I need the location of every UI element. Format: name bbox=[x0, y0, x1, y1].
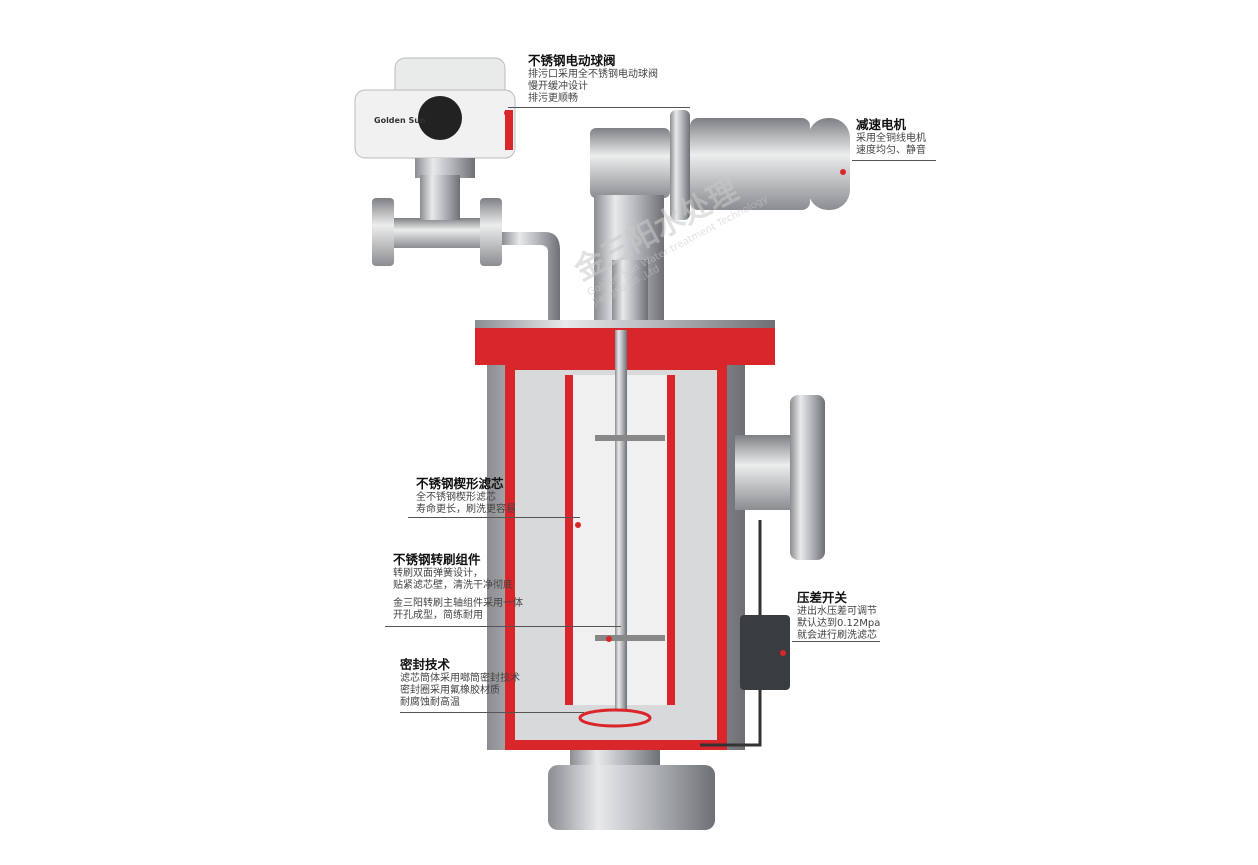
callout-filter-element: 不锈钢楔形滤芯 全不锈钢楔形滤芯 寿命更长，刷洗更容易 bbox=[416, 476, 516, 516]
callout-title: 压差开关 bbox=[797, 590, 848, 605]
leader-line bbox=[792, 641, 880, 642]
callout-title: 不锈钢电动球阀 bbox=[528, 53, 616, 68]
callout-text: 耐腐蚀耐高温 bbox=[400, 697, 460, 708]
marker-dot bbox=[780, 650, 786, 656]
callout-title: 减速电机 bbox=[856, 117, 907, 132]
callout-text: 金三阳转刷主轴组件采用一体 bbox=[393, 598, 523, 609]
callout-text: 默认达到0.12Mpa bbox=[797, 618, 881, 629]
leader-line bbox=[400, 712, 584, 713]
ball-valve bbox=[372, 175, 560, 330]
callout-seal: 密封技术 滤芯筒体采用啷筒密封技术 密封圈采用氟橡胶材质 耐腐蚀耐高温 bbox=[400, 657, 520, 709]
leader-line bbox=[852, 160, 936, 161]
callout-title: 密封技术 bbox=[400, 657, 451, 672]
pressure-switch bbox=[700, 520, 790, 747]
callout-motor: 减速电机 采用全铜线电机 速度均匀、静音 bbox=[856, 117, 926, 157]
callout-ball-valve: 不锈钢电动球阀 排污口采用全不锈钢电动球阀 慢开缓冲设计 排污更顺畅 bbox=[528, 53, 658, 105]
callout-text: 滤芯筒体采用啷筒密封技术 bbox=[400, 673, 520, 684]
marker-dot bbox=[606, 636, 612, 642]
filter-housing bbox=[475, 320, 825, 830]
callout-text: 排污更顺畅 bbox=[528, 93, 578, 104]
callout-text: 开孔成型，简练耐用 bbox=[393, 610, 483, 621]
callout-text: 慢开缓冲设计 bbox=[528, 81, 588, 92]
callout-title: 不锈钢转刷组件 bbox=[393, 552, 481, 567]
marker-dot bbox=[504, 110, 510, 116]
callout-text: 密封圈采用氟橡胶材质 bbox=[400, 685, 500, 696]
callout-text: 就会进行刷洗滤芯 bbox=[797, 630, 877, 641]
callout-brush-assembly: 不锈钢转刷组件 转刷双面弹簧设计， 贴紧滤芯壁，清洗干净彻底 金三阳转刷主轴组件… bbox=[393, 552, 523, 622]
leader-line bbox=[508, 107, 690, 108]
callout-text: 进出水压差可调节 bbox=[797, 606, 877, 617]
actuator-brand-logo: Golden Sun bbox=[374, 116, 426, 125]
electric-actuator bbox=[354, 57, 516, 178]
marker-dot bbox=[840, 169, 846, 175]
callout-text: 转刷双面弹簧设计， bbox=[393, 568, 483, 579]
callout-pressure-switch: 压差开关 进出水压差可调节 默认达到0.12Mpa 就会进行刷洗滤芯 bbox=[797, 590, 880, 642]
callout-title: 不锈钢楔形滤芯 bbox=[416, 476, 504, 491]
leader-line bbox=[408, 517, 580, 518]
callout-text: 速度均匀、静音 bbox=[856, 145, 926, 156]
callout-text: 排污口采用全不锈钢电动球阀 bbox=[528, 69, 658, 80]
callout-text: 寿命更长，刷洗更容易 bbox=[416, 504, 516, 515]
leader-line bbox=[385, 626, 621, 627]
gear-motor bbox=[590, 110, 850, 335]
callout-text: 贴紧滤芯壁，清洗干净彻底 bbox=[393, 580, 513, 591]
callout-text: 全不锈钢楔形滤芯 bbox=[416, 492, 496, 503]
callout-text: 采用全铜线电机 bbox=[856, 133, 926, 144]
marker-dot bbox=[575, 522, 581, 528]
